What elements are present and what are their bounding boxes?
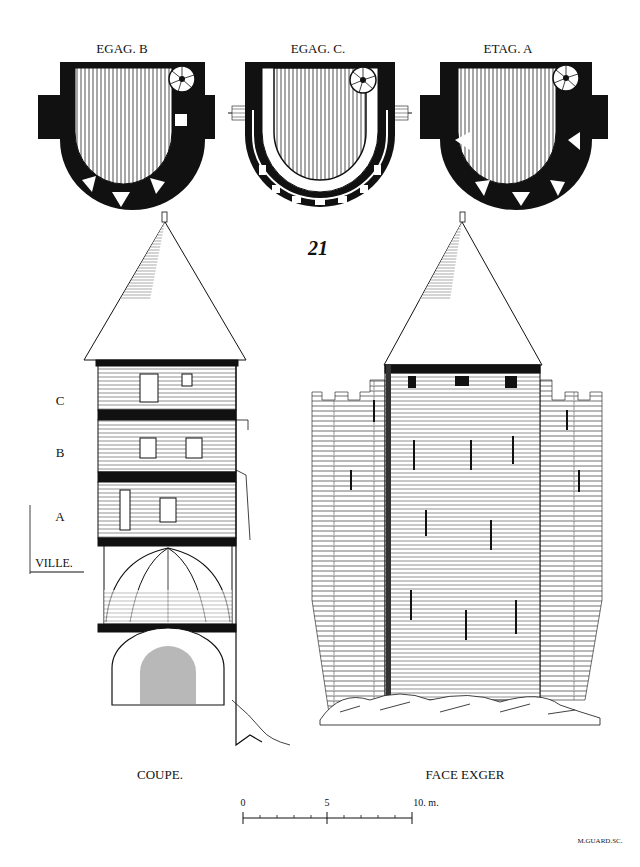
level-label: VILLE. [35, 557, 73, 569]
ground-line [30, 505, 31, 574]
scale-bar [243, 812, 412, 824]
figure-number: 21 [308, 238, 328, 258]
plan-b [38, 62, 215, 210]
view-caption: FACE EXGER [426, 768, 505, 781]
plan-title: EGAG. C. [291, 42, 346, 55]
plan-c [228, 62, 412, 207]
view-caption: COUPE. [137, 768, 183, 781]
exterior-elevation [312, 212, 602, 725]
level-label: A [55, 510, 64, 523]
ground-line [30, 572, 84, 573]
scale-number: 0 [241, 798, 246, 808]
level-label: C [56, 394, 65, 407]
scale-number: 5 [325, 798, 330, 808]
section-drawing [84, 212, 290, 745]
plan-a [420, 62, 608, 210]
plan-title: ETAG. A [484, 42, 533, 55]
scale-number: 10. m. [413, 798, 438, 808]
engraver-signature: M.GUARD.SC. [578, 838, 623, 845]
plan-title: EGAG. B [96, 42, 147, 55]
level-label: B [56, 446, 65, 459]
